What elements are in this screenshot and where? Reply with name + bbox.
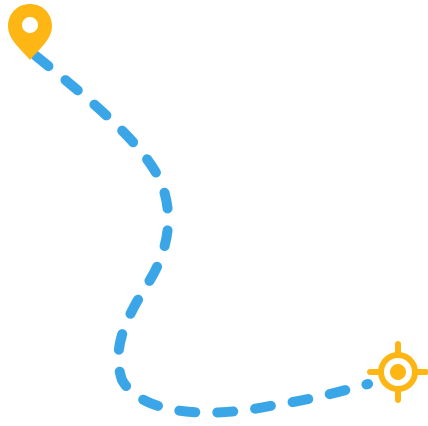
map-pin-icon (8, 4, 52, 60)
location-target-icon (367, 341, 428, 403)
dashed-route-path (31, 51, 373, 418)
